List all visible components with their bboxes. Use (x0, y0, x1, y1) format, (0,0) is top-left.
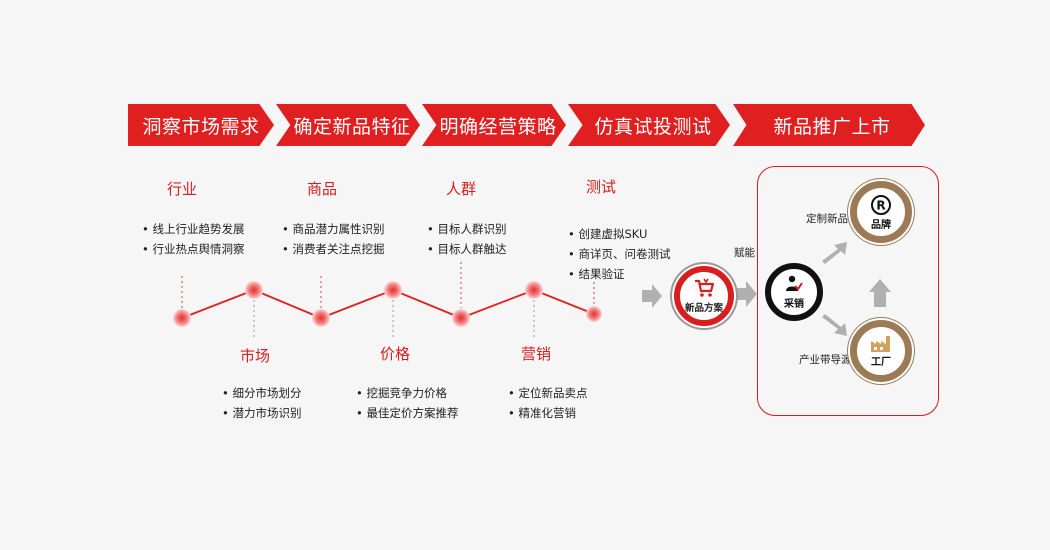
stage-1-label: 洞察市场需求 (142, 115, 260, 138)
stage-2-label: 确定新品特征 (293, 115, 411, 138)
stage-3: 明确经营策略 (422, 104, 566, 146)
brand-label: 品牌 (871, 219, 891, 231)
list-item: 最佳定价方案推荐 (356, 403, 458, 423)
node-title-industry: 行业 (167, 180, 198, 198)
custom-new-label: 定制新品 (806, 213, 848, 225)
list-item: 细分市场划分 (222, 383, 301, 403)
empower-label: 赋能 (734, 247, 755, 259)
list-item: 结果验证 (568, 264, 670, 284)
node-title-product: 商品 (307, 180, 338, 198)
stage-4: 仿真试投测试 (568, 104, 730, 146)
crowd-bullets: 目标人群识别 目标人群触达 (427, 219, 506, 259)
list-item: 商详页、问卷测试 (568, 244, 670, 264)
stage-1: 洞察市场需求 (128, 104, 274, 146)
list-item: 潜力市场识别 (222, 403, 301, 423)
supply-chain-box (757, 166, 939, 416)
stage-2: 确定新品特征 (276, 104, 420, 146)
stage-5-label: 新品推广上市 (773, 115, 891, 138)
new-plan-label: 新品方案 (684, 303, 723, 314)
industry-source-label: 产业带导源 (799, 354, 852, 366)
node-industry (173, 309, 191, 327)
marketing-bullets: 定位新品卖点 精准化营销 (508, 383, 587, 423)
market-bullets: 细分市场划分 潜力市场识别 (222, 383, 301, 423)
node-test (586, 306, 602, 322)
list-item: 线上行业趋势发展 (142, 219, 244, 239)
test-bullets: 创建虚拟SKU 商详页、问卷测试 结果验证 (568, 224, 670, 284)
factory-label: 工厂 (871, 356, 891, 368)
arrow-right-2 (734, 281, 757, 307)
bottom-dotted-connectors (253, 300, 535, 340)
svg-text:R: R (876, 198, 885, 212)
arrow-right-1 (642, 284, 662, 308)
top-dotted-connectors (181, 262, 595, 308)
product-bullets: 商品潜力属性识别 消费者关注点挖掘 (282, 219, 384, 259)
list-item: 创建虚拟SKU (568, 224, 670, 244)
factory-icon (871, 335, 890, 352)
node-title-market: 市场 (240, 347, 271, 365)
node-crowd (452, 309, 470, 327)
person-check-icon (786, 275, 803, 291)
arrow-up (869, 279, 891, 307)
list-item: 商品潜力属性识别 (282, 219, 384, 239)
stage-4-label: 仿真试投测试 (594, 115, 712, 138)
node-price (384, 281, 402, 299)
node-title-test: 测试 (586, 178, 617, 196)
purchasing-circle: 采销 (765, 263, 823, 321)
node-title-marketing: 营销 (521, 345, 552, 363)
stage-5: 新品推广上市 (733, 104, 925, 146)
list-item: 消费者关注点挖掘 (282, 239, 384, 259)
arrow-down-right (822, 314, 847, 336)
price-bullets: 挖掘竞争力价格 最佳定价方案推荐 (356, 383, 458, 423)
list-item: 行业热点舆情洞察 (142, 239, 244, 259)
list-item: 挖掘竞争力价格 (356, 383, 458, 403)
industry-bullets: 线上行业趋势发展 行业热点舆情洞察 (142, 219, 244, 259)
node-marketing (525, 281, 543, 299)
list-item: 精准化营销 (508, 403, 587, 423)
new-plan-circle: 新品方案 (674, 266, 734, 326)
zigzag-nodes (173, 281, 602, 327)
list-item: 定位新品卖点 (508, 383, 587, 403)
list-item: 目标人群识别 (427, 219, 506, 239)
node-title-price: 价格 (380, 345, 411, 363)
shopping-cart-icon (695, 278, 715, 297)
list-item: 目标人群触达 (427, 239, 506, 259)
node-title-crowd: 人群 (446, 180, 477, 198)
registered-trademark-icon: R (871, 194, 891, 215)
arrow-up-right (822, 242, 847, 264)
node-market (245, 281, 263, 299)
brand-circle: R 品牌 (850, 181, 912, 243)
stage-3-label: 明确经营策略 (439, 115, 557, 138)
purchasing-label: 采销 (784, 298, 804, 310)
node-product (312, 309, 330, 327)
factory-circle: 工厂 (850, 320, 912, 382)
